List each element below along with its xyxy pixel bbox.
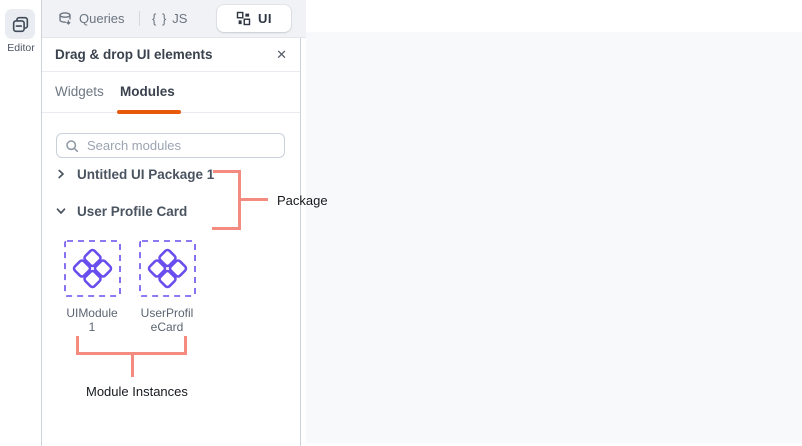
widgets-modules-tabs: Widgets Modules: [42, 72, 300, 114]
chevron-right-icon: [58, 169, 64, 179]
module-instances-bracket-right-line: [184, 336, 187, 355]
search-input[interactable]: [85, 137, 276, 154]
search-box: [56, 133, 285, 158]
package-bracket-top-line: [213, 170, 241, 173]
ui-grid-icon: [236, 11, 251, 26]
tab-js[interactable]: { } JS: [152, 0, 187, 37]
module-diamonds-icon: [64, 240, 121, 297]
package-bracket-stem: [241, 198, 268, 201]
left-nav-sidebar: Editor: [0, 0, 42, 446]
chevron-down-icon: [56, 208, 66, 214]
module-instances-bracket-left-line: [76, 336, 79, 355]
active-tab-underline: [117, 110, 181, 114]
module-instances-bracket-horizontal-line: [76, 352, 187, 355]
package-bracket-bottom-line: [212, 227, 241, 230]
package-name: User Profile Card: [77, 203, 188, 219]
tab-ui[interactable]: UI: [217, 5, 291, 32]
package-bracket-vertical-line: [238, 170, 241, 230]
module-card-uimodule1[interactable]: [64, 240, 121, 297]
braces-icon: { }: [152, 11, 168, 26]
package-annotation-label: Package: [277, 193, 328, 208]
panel-title: Drag & drop UI elements: [55, 47, 213, 62]
module-diamonds-icon: [139, 240, 196, 297]
panel-header: Drag & drop UI elements ✕: [42, 38, 300, 72]
module-instances-annotation-label: Module Instances: [86, 384, 188, 399]
package-name: Untitled UI Package 1: [77, 166, 215, 182]
package-row-user-profile-card[interactable]: User Profile Card: [56, 201, 187, 221]
module-card-userprofilecard[interactable]: [139, 240, 196, 297]
module-instances-bracket-stem: [131, 355, 134, 377]
search-icon: [66, 139, 79, 152]
canvas-drop-area[interactable]: [306, 32, 802, 443]
close-icon[interactable]: ✕: [276, 46, 287, 62]
ui-elements-panel: Drag & drop UI elements ✕ Widgets Module…: [42, 0, 301, 446]
editor-nav-button[interactable]: [5, 9, 35, 39]
module-card-label: UIModule 1: [66, 306, 118, 334]
editor-segment-tabbar: Queries { } JS UI: [42, 0, 306, 38]
tab-queries[interactable]: Queries: [57, 0, 125, 37]
editor-pages-icon: [12, 16, 28, 32]
tab-queries-label: Queries: [79, 11, 125, 26]
tab-ui-label: UI: [258, 11, 272, 26]
tab-widgets[interactable]: Widgets: [55, 84, 104, 99]
tab-modules[interactable]: Modules: [120, 84, 175, 99]
database-icon: [59, 11, 71, 25]
module-card-label: UserProfileCard: [140, 306, 194, 334]
tab-js-label: JS: [172, 11, 188, 26]
editor-nav-label: Editor: [7, 42, 35, 54]
tab-divider: [139, 11, 140, 26]
package-row-untitled-ui-package[interactable]: Untitled UI Package 1: [56, 164, 214, 184]
